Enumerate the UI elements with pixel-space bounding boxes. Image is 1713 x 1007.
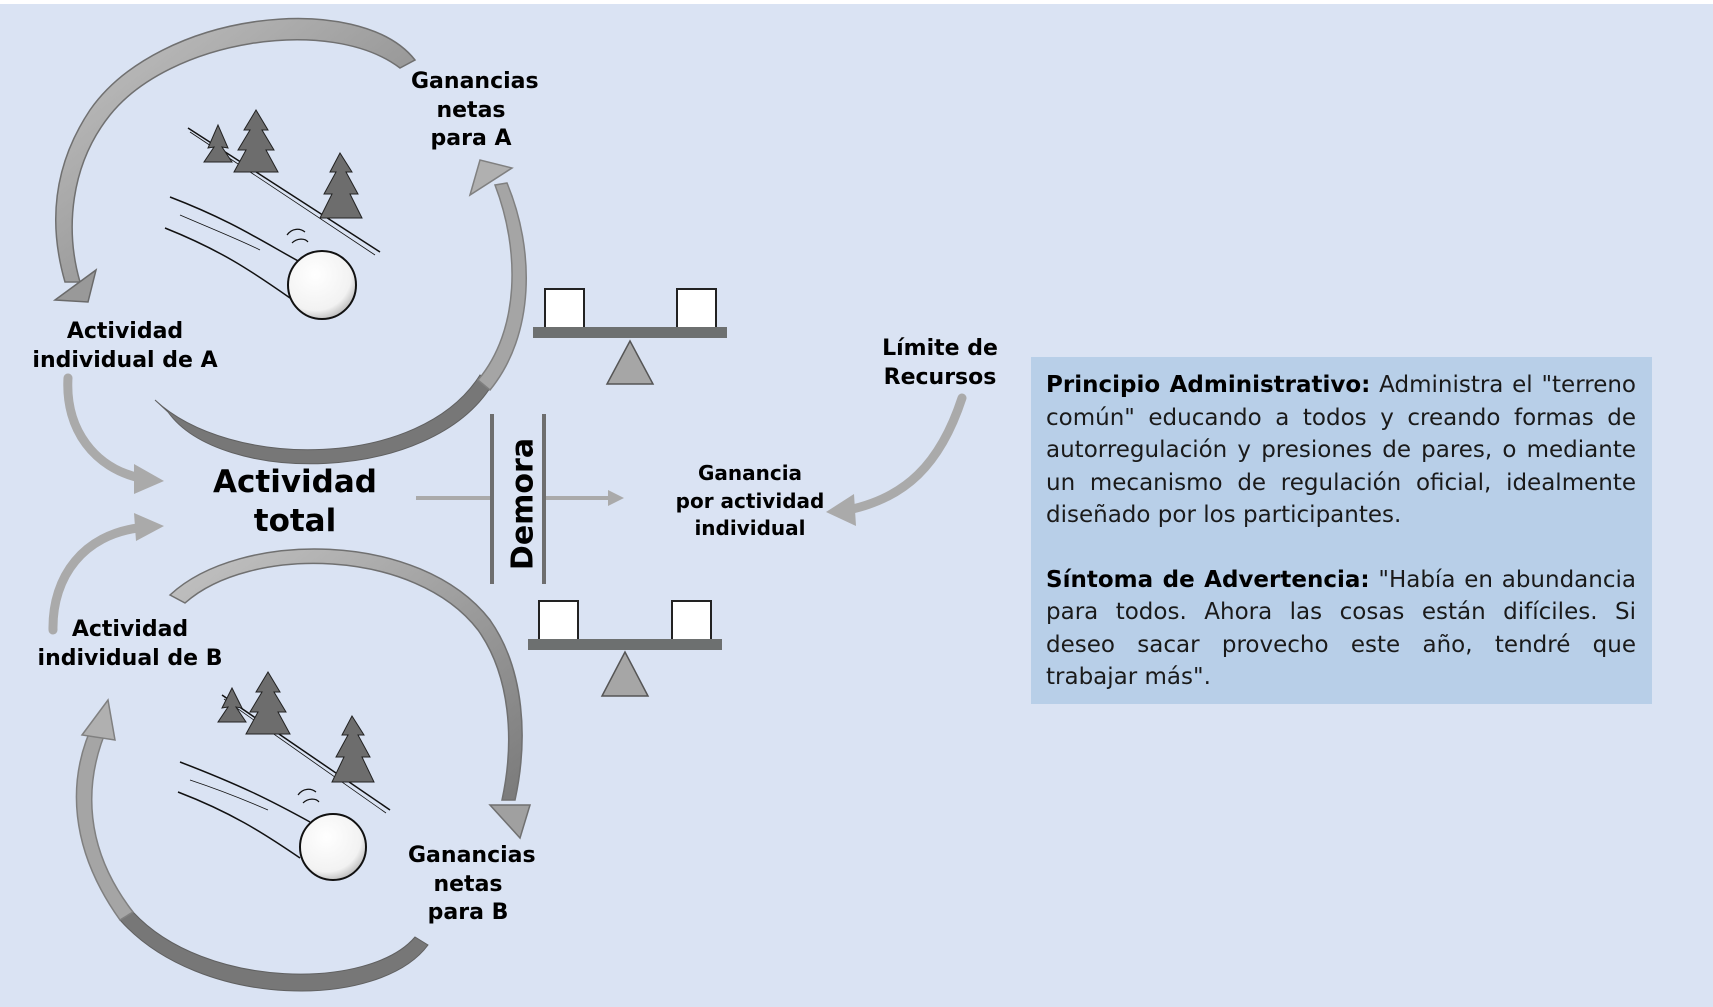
loop-b-top-arc — [168, 548, 523, 801]
arrow-actividad-a-to-total-head — [134, 464, 164, 494]
loop-a-right-arc — [476, 182, 527, 392]
sintoma-title: Síntoma de Advertencia: — [1046, 566, 1370, 593]
arrow-limite-to-ganancia — [843, 393, 967, 515]
balance-icon-bottom — [528, 600, 722, 697]
label-actividad-total: Actividad total — [213, 464, 377, 539]
principio-text: Administra el "terreno común" educando a… — [1046, 372, 1636, 528]
label-actividad-individual-a: Actividad individual de A — [32, 319, 218, 373]
label-ganancias-netas-b: Ganancias netas para B — [408, 843, 536, 926]
arrow-actividad-a-to-total — [63, 373, 145, 483]
tree-icons-a — [203, 109, 363, 219]
loop-a-right-arrowhead — [468, 159, 514, 197]
loop-b — [75, 548, 532, 992]
loop-a-left-arrowhead — [52, 268, 98, 303]
loop-a — [52, 17, 527, 465]
sintoma-paragraph: Síntoma de Advertencia: "Había en abunda… — [1046, 564, 1636, 694]
tree-icons-b — [217, 671, 375, 783]
principle-info-box: Principio Administrativo: Administra el … — [1031, 357, 1652, 704]
sintoma-text: "Había en abundancia para todos. Ahora l… — [1046, 566, 1636, 691]
principio-paragraph: Principio Administrativo: Administra el … — [1046, 369, 1636, 532]
loop-b-left-arc — [75, 719, 135, 922]
arrow-limite-to-ganancia-head — [826, 494, 856, 526]
loop-b-right-arrowhead — [488, 804, 532, 840]
balance-icon-top — [533, 288, 727, 385]
label-limite-de-recursos: Límite de Recursos — [882, 336, 998, 390]
label-ganancia-por-actividad: Ganancia por actividad individual — [675, 461, 825, 541]
loop-a-left-arc — [55, 17, 417, 283]
snowball-a — [287, 250, 357, 320]
flow-arrowhead-ganancia — [608, 490, 624, 506]
arrow-actividad-b-to-total-head — [134, 513, 164, 541]
principio-title: Principio Administrativo: — [1046, 372, 1371, 398]
arrow-actividad-b-to-total — [48, 523, 143, 635]
diagram-canvas: Ganancias netas para A Actividad individ… — [0, 4, 1713, 1007]
loop-b-bottom-arc — [119, 911, 429, 992]
loop-a-bottom-arc — [154, 374, 493, 465]
label-actividad-individual-b: Actividad individual de B — [37, 617, 223, 671]
snowball-b — [299, 813, 367, 881]
label-ganancias-netas-a: Ganancias netas para A — [411, 69, 539, 152]
loop-b-left-arrowhead — [80, 698, 116, 741]
label-demora: Demora — [505, 437, 541, 571]
snowball-scene-b — [177, 694, 391, 859]
